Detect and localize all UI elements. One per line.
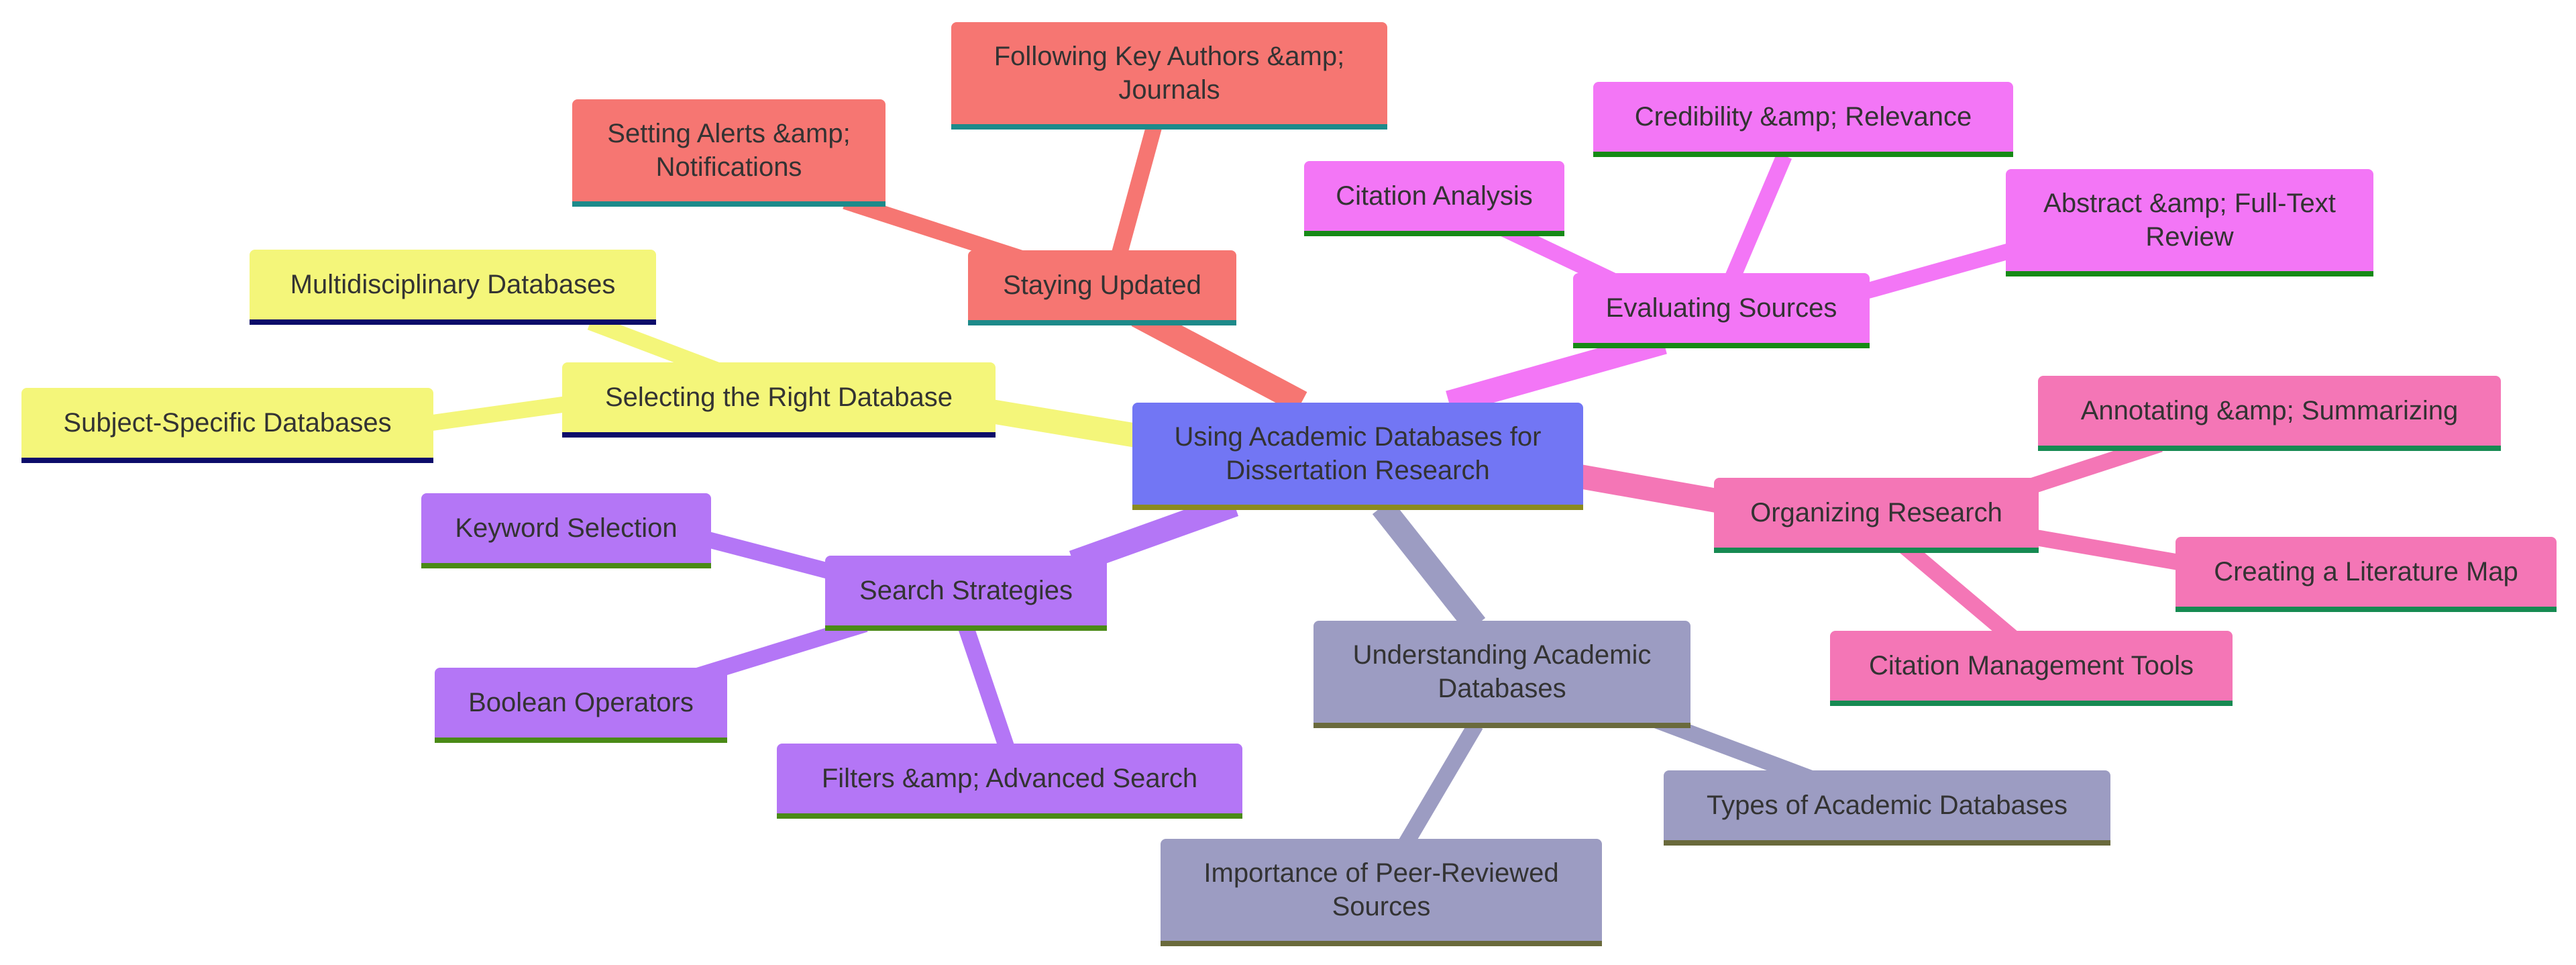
- root-node[interactable]: Using Academic Databases for Dissertatio…: [1132, 403, 1583, 510]
- leaf-node-following-key-authors[interactable]: Following Key Authors &amp; Journals: [951, 22, 1387, 130]
- edge-root-to-staying-updated: [1131, 305, 1307, 413]
- edge-evaluating-sources-to-credibility-relevance: [1723, 152, 1792, 285]
- edge-organizing-research-to-citation-management: [1900, 540, 2018, 644]
- branch-node-organizing-research[interactable]: Organizing Research: [1714, 478, 2039, 553]
- leaf-node-setting-alerts[interactable]: Setting Alerts &amp; Notifications: [572, 99, 885, 207]
- edge-evaluating-sources-to-abstract-full-text: [1849, 240, 2022, 303]
- edge-root-to-organizing-research: [1577, 464, 1727, 514]
- edge-root-to-search-strategies: [1069, 493, 1239, 574]
- leaf-node-multidisciplinary[interactable]: Multidisciplinary Databases: [250, 250, 656, 325]
- edge-understanding-databases-to-types-of-databases: [1647, 710, 1815, 786]
- branch-node-selecting-database[interactable]: Selecting the Right Database: [562, 362, 996, 438]
- edge-search-strategies-to-filters-advanced: [958, 625, 1014, 749]
- leaf-node-abstract-full-text[interactable]: Abstract &amp; Full-Text Review: [2006, 169, 2373, 276]
- edge-root-to-selecting-database: [977, 397, 1142, 448]
- branch-node-evaluating-sources[interactable]: Evaluating Sources: [1573, 273, 1870, 348]
- edge-root-to-evaluating-sources: [1446, 330, 1667, 415]
- leaf-node-keyword-selection[interactable]: Keyword Selection: [421, 493, 711, 568]
- leaf-node-peer-reviewed[interactable]: Importance of Peer-Reviewed Sources: [1161, 839, 1602, 946]
- branch-node-understanding-databases[interactable]: Understanding Academic Databases: [1313, 621, 1690, 728]
- leaf-node-citation-analysis[interactable]: Citation Analysis: [1304, 161, 1564, 236]
- edge-root-to-understanding-databases: [1372, 499, 1486, 633]
- edge-understanding-databases-to-peer-reviewed: [1398, 720, 1483, 849]
- leaf-node-filters-advanced[interactable]: Filters &amp; Advanced Search: [777, 744, 1242, 819]
- branch-node-search-strategies[interactable]: Search Strategies: [825, 556, 1107, 631]
- leaf-node-annotating-summarizing[interactable]: Annotating &amp; Summarizing: [2038, 376, 2501, 451]
- leaf-node-types-of-databases[interactable]: Types of Academic Databases: [1664, 770, 2110, 846]
- leaf-node-literature-map[interactable]: Creating a Literature Map: [2176, 537, 2557, 612]
- edge-organizing-research-to-literature-map: [2010, 525, 2189, 572]
- leaf-node-credibility-relevance[interactable]: Credibility &amp; Relevance: [1593, 82, 2013, 157]
- leaf-node-boolean-operators[interactable]: Boolean Operators: [435, 668, 727, 743]
- branch-node-staying-updated[interactable]: Staying Updated: [968, 250, 1236, 325]
- edge-selecting-database-to-subject-specific: [421, 395, 578, 432]
- leaf-node-subject-specific[interactable]: Subject-Specific Databases: [21, 388, 433, 463]
- leaf-node-citation-management[interactable]: Citation Management Tools: [1830, 631, 2233, 706]
